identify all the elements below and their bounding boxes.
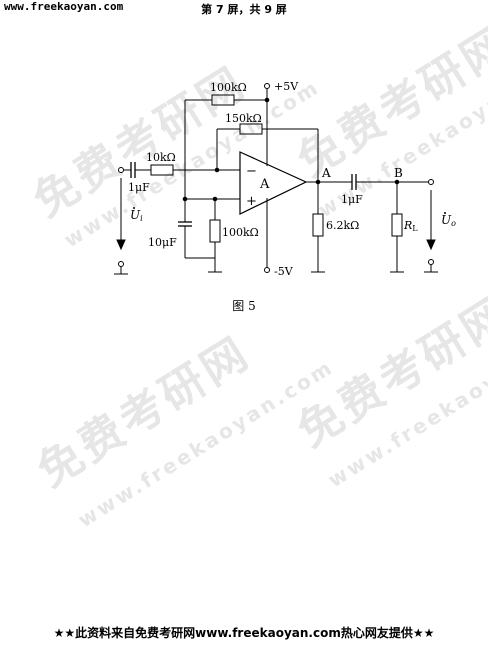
footer-credit: ★★此资料来自免费考研网www.freekaoyan.com热心网友提供★★ xyxy=(53,626,435,640)
resistor-150k xyxy=(239,123,263,135)
resistor-100k-top xyxy=(211,94,235,106)
input-terminal[interactable] xyxy=(118,167,124,173)
resistor-10k xyxy=(150,164,174,176)
label-c-out: 1μF xyxy=(341,193,363,206)
negative-supply-terminal xyxy=(264,267,270,273)
resistor-6-2k xyxy=(312,213,324,237)
label-c-in: 1μF xyxy=(128,181,150,194)
label-r-6-2k: 6.2kΩ xyxy=(326,219,359,232)
page-indicator: 第 7 屏，共 9 屏 xyxy=(201,3,287,16)
resistor-100k-bottom xyxy=(209,219,221,243)
label-node-b: B xyxy=(394,166,403,180)
input-voltage-arrow xyxy=(116,239,126,251)
label-u-in: Ui xyxy=(130,208,143,223)
label-r-100k-top: 100kΩ xyxy=(210,81,247,94)
label-u-out: Uo xyxy=(441,213,456,228)
label-minus-input: − xyxy=(246,164,257,179)
label-plus-input: + xyxy=(246,194,257,209)
label-r-100k-bottom: 100kΩ xyxy=(222,226,259,239)
resistor-load xyxy=(391,213,403,237)
label-vcc-neg: -5V xyxy=(274,265,294,278)
label-node-a: A xyxy=(321,166,331,180)
output-ground-terminal xyxy=(428,259,434,265)
output-voltage-arrow xyxy=(426,239,436,251)
label-c-10u: 10μF xyxy=(148,236,177,249)
phasor-dot xyxy=(133,207,135,209)
label-r-10k: 10kΩ xyxy=(146,151,176,164)
site-url: www.freekaoyan.com xyxy=(4,0,124,13)
label-opamp: A xyxy=(259,177,270,192)
opamp-symbol xyxy=(239,151,308,215)
input-ground-terminal xyxy=(118,261,124,267)
label-r-load: RL xyxy=(403,219,418,233)
phasor-dot xyxy=(444,212,446,214)
output-terminal[interactable] xyxy=(428,179,434,185)
label-r-150k: 150kΩ xyxy=(225,112,262,125)
figure-caption: 图 5 xyxy=(232,299,256,313)
label-vcc-pos: +5V xyxy=(274,80,299,93)
positive-supply-terminal xyxy=(264,83,270,89)
